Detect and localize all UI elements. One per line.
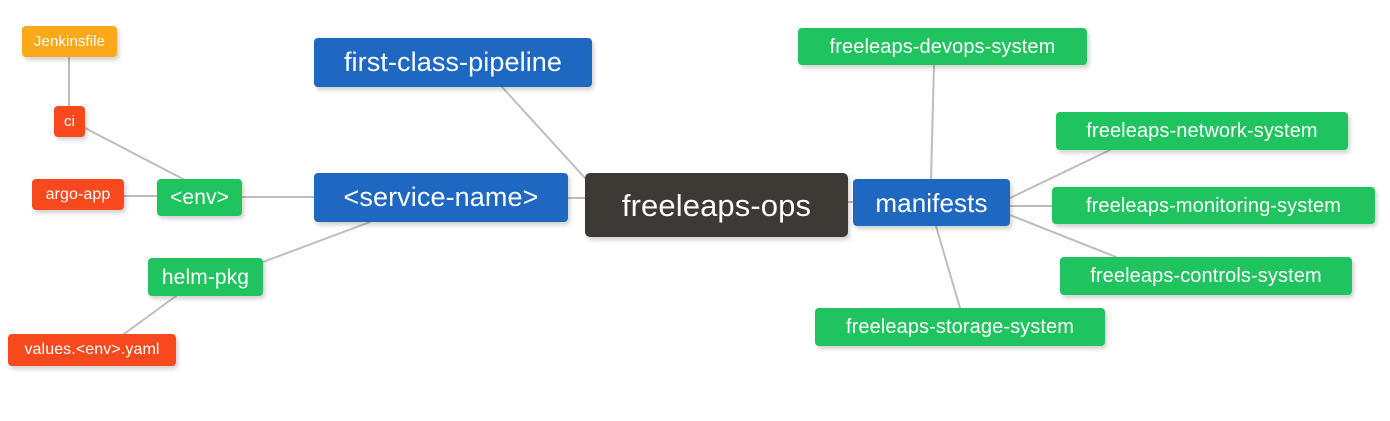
mindmap-node-freeleaps-ops[interactable]: freeleaps-ops (585, 173, 848, 237)
mindmap-node-helm-pkg[interactable]: helm-pkg (148, 258, 263, 296)
mindmap-node-manifests[interactable]: manifests (853, 179, 1010, 226)
mindmap-node-freeleaps-devops-system[interactable]: freeleaps-devops-system (798, 28, 1087, 65)
mindmap-node-service-name[interactable]: <service-name> (314, 173, 568, 222)
mindmap-edge-service-name-to-helm-pkg (262, 221, 371, 263)
mindmap-node-Jenkinsfile[interactable]: Jenkinsfile (22, 26, 117, 57)
mindmap-node-freeleaps-controls-system[interactable]: freeleaps-controls-system (1060, 257, 1352, 295)
mindmap-node-freeleaps-monitoring-system[interactable]: freeleaps-monitoring-system (1052, 187, 1375, 224)
mindmap-node-env[interactable]: <env> (157, 179, 242, 216)
mindmap-edge-manifests-to-freeleaps-storage-system (935, 225, 961, 309)
mindmap-node-first-class-pipeline[interactable]: first-class-pipeline (314, 38, 592, 87)
mindmap-node-freeleaps-storage-system[interactable]: freeleaps-storage-system (815, 308, 1105, 346)
mindmap-node-ci[interactable]: ci (54, 106, 85, 137)
mindmap-node-freeleaps-network-system[interactable]: freeleaps-network-system (1056, 112, 1348, 150)
mindmap-edge-env-to-ci (84, 127, 184, 180)
mindmap-edge-freeleaps-ops-to-first-class-pipeline (501, 86, 586, 179)
mindmap-edge-helm-pkg-to-values-env-yaml (123, 295, 177, 335)
mindmap-node-argo-app[interactable]: argo-app (32, 179, 124, 210)
mindmap-node-values-env-yaml[interactable]: values.<env>.yaml (8, 334, 176, 366)
mindmap-edge-manifests-to-freeleaps-devops-system (930, 64, 935, 180)
